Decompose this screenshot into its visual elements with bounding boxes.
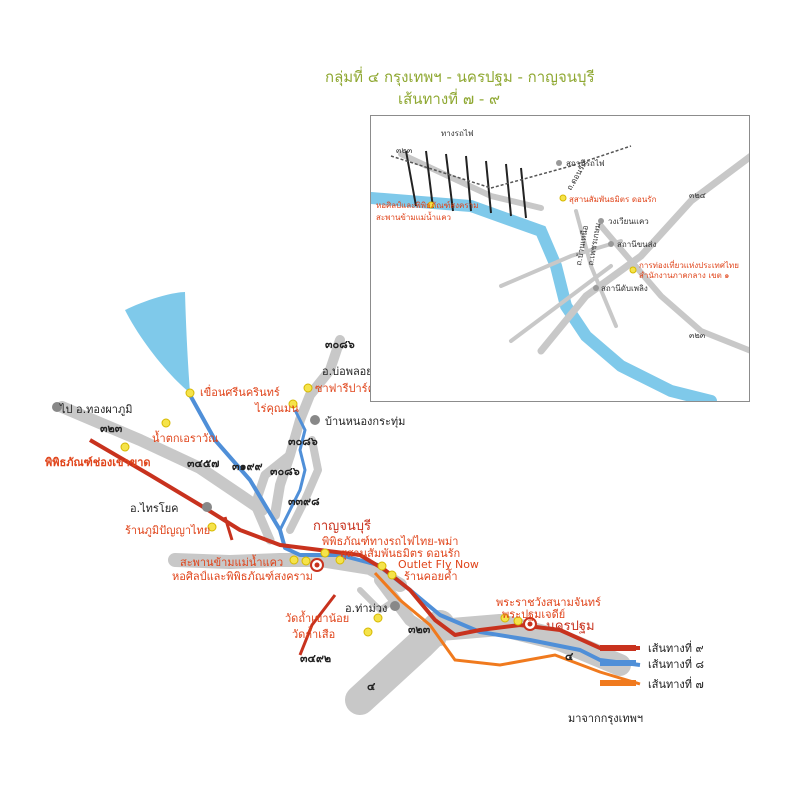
road-number-3086-low: ๓๐๘๖ <box>270 465 300 478</box>
srinagarind-reservoir <box>125 292 190 393</box>
label-jeath-museum: หอศิลป์และพิพิธภัณฑ์สงคราม <box>172 570 313 583</box>
route-8-end <box>600 660 636 666</box>
road-tha-muang <box>357 587 398 613</box>
inset-road-323-bottom: ๓๒๓ <box>689 331 706 340</box>
inset-jeath: หอศิลป์และพิพิธภัณฑ์สงคราม <box>376 200 478 210</box>
inset-kwai-intersection: วงเวียนแคว <box>608 217 649 226</box>
inset-war-cemetery: สุสานสัมพันธมิตร ดอนรัก <box>569 195 657 204</box>
road-number-4-east: ๔ <box>565 650 574 663</box>
inset-bridge: สะพานข้ามแม่น้ำแคว <box>376 211 451 222</box>
label-hellfire-pass-museum: พิพิธภัณฑ์ช่องเขาขาด <box>45 456 151 469</box>
kanchanaburi-marker <box>310 558 324 572</box>
label-kanchanaburi: กาญจนบุรี <box>313 518 371 534</box>
route-8-branch <box>278 409 307 531</box>
route-8-line <box>188 394 641 667</box>
road-number-3398: ๓๓๙๘ <box>288 495 320 508</box>
road-number-3086-mid: ๓๐๘๖ <box>288 435 318 448</box>
road-number-3086-top: ๓๐๘๖ <box>325 338 355 351</box>
label-bridge-river-kwai: สะพานข้ามแม่น้ำแคว <box>180 554 283 569</box>
inset-bus-station: สถานีขนส่ง <box>617 240 657 249</box>
road-3199 <box>250 450 295 545</box>
label-nakhon-pathom: นครปฐม <box>546 619 595 634</box>
route-9-branch <box>298 594 337 656</box>
road-323-west <box>56 401 268 516</box>
inset-tat-office: การท่องเที่ยวแห่งประเทศไทย <box>639 259 739 270</box>
label-route-7: เส้นทางที่ ๗ <box>648 676 704 691</box>
road-number-323-west: ๓๒๓ <box>100 422 123 435</box>
map-subtitle: เส้นทางที่ ๗ - ๙ <box>398 90 501 108</box>
road-number-323-east: ๓๒๓ <box>408 623 431 636</box>
label-phra-pathom-chedi: พระปฐมเจดีย์ <box>502 608 565 621</box>
label-srinagarind-dam: เขื่อนศรีนครินทร์ <box>200 384 280 399</box>
label-erawan-falls: น้ำตกเอราวัณ <box>152 430 218 445</box>
inset-poi-dots <box>427 194 637 274</box>
route-9-line <box>88 438 640 650</box>
road-number-3457: ๓๔๕๗ <box>187 457 219 470</box>
road-number-3199: ๓๑๙๙ <box>232 460 263 473</box>
label-wat-tham-suea: วัดถ้ำเสือ <box>292 626 335 641</box>
label-tha-muang: อ.ท่าม่วง <box>345 602 387 615</box>
inset-railway <box>390 145 632 189</box>
road-number-4-west: ๔ <box>367 680 376 693</box>
label-khoi-shop: ร้านคอยค้ำ <box>404 568 458 583</box>
label-to-thong-pha-phum: ไป อ.ทองผาภูมิ <box>59 403 132 416</box>
label-outlet-fly-now: Outlet Fly Now <box>398 558 479 571</box>
to-thong-pha-phum-dot <box>52 402 62 412</box>
tha-muang-dot <box>390 601 400 611</box>
label-wat-tham-khao-noi: วัดถ้ำเขาน้อย <box>285 610 349 625</box>
nakhon-pathom-marker <box>523 617 537 631</box>
inset-road-324: ๓๒๔ <box>689 191 706 200</box>
label-bo-phloi: อ.บ่อพลอย <box>322 365 373 378</box>
inset-road-323-top: ๓๒๓ <box>396 146 413 155</box>
label-from-bangkok: มาจากกรุงเทพฯ <box>568 712 643 725</box>
road-number-3492: ๓๔๙๒ <box>300 652 331 665</box>
inset-grey-dots <box>556 160 614 291</box>
inset-map: ๓๒๓ ๓๒๔ ๓๒๓ ทางรถไฟ สถานีรถไฟ สุสานสัมพั… <box>370 115 750 402</box>
label-route-9: เส้นทางที่ ๙ <box>648 640 704 655</box>
label-war-cemetery: สุสานสัมพันธมิตร ดอนรัก <box>340 547 460 560</box>
poi-dots <box>120 383 523 637</box>
inset-train-station: สถานีรถไฟ <box>566 159 605 168</box>
label-phumi-panya-shop: ร้านภูมิปัญญาไทย <box>125 524 210 537</box>
label-rai-khun-mon: ไร่คุณมน <box>254 402 299 415</box>
inset-map-canvas: ๓๒๓ ๓๒๔ ๓๒๓ ทางรถไฟ สถานีรถไฟ สุสานสัมพั… <box>371 129 749 401</box>
route-7-line <box>373 571 641 686</box>
inset-railway-label: ทางรถไฟ <box>441 129 474 138</box>
sai-yok-dot <box>202 502 212 512</box>
ban-nong-kratum-dot <box>310 415 320 425</box>
inset-fire-station: สถานีดับเพลิง <box>601 284 648 293</box>
label-route-8: เส้นทางที่ ๘ <box>648 656 704 671</box>
route-7-end <box>600 680 636 686</box>
map-title: กลุ่มที่ ๔ กรุงเทพฯ - นครปฐม - กาญจนบุรี <box>325 68 595 86</box>
label-safari-park: ซาฟารีปาร์ค <box>315 382 375 395</box>
label-sanam-chan-palace: พระราชวังสนามจันทร์ <box>496 596 601 609</box>
road-main-west <box>168 553 407 592</box>
route-9-end <box>600 645 636 651</box>
road-3398 <box>286 436 322 534</box>
route-9-spur <box>223 516 234 541</box>
label-sai-yok: อ.ไทรโยค <box>130 501 179 515</box>
inset-tat-office-2: สำนักงานภาคกลาง เขต ๑ <box>639 271 729 280</box>
label-thai-burma-railway-museum: พิพิธภัณฑ์ทางรถไฟไทย-พม่า <box>322 535 458 548</box>
inset-river <box>371 192 717 401</box>
label-ban-nong-kratum: บ้านหนองกระทุ่ม <box>325 415 405 428</box>
